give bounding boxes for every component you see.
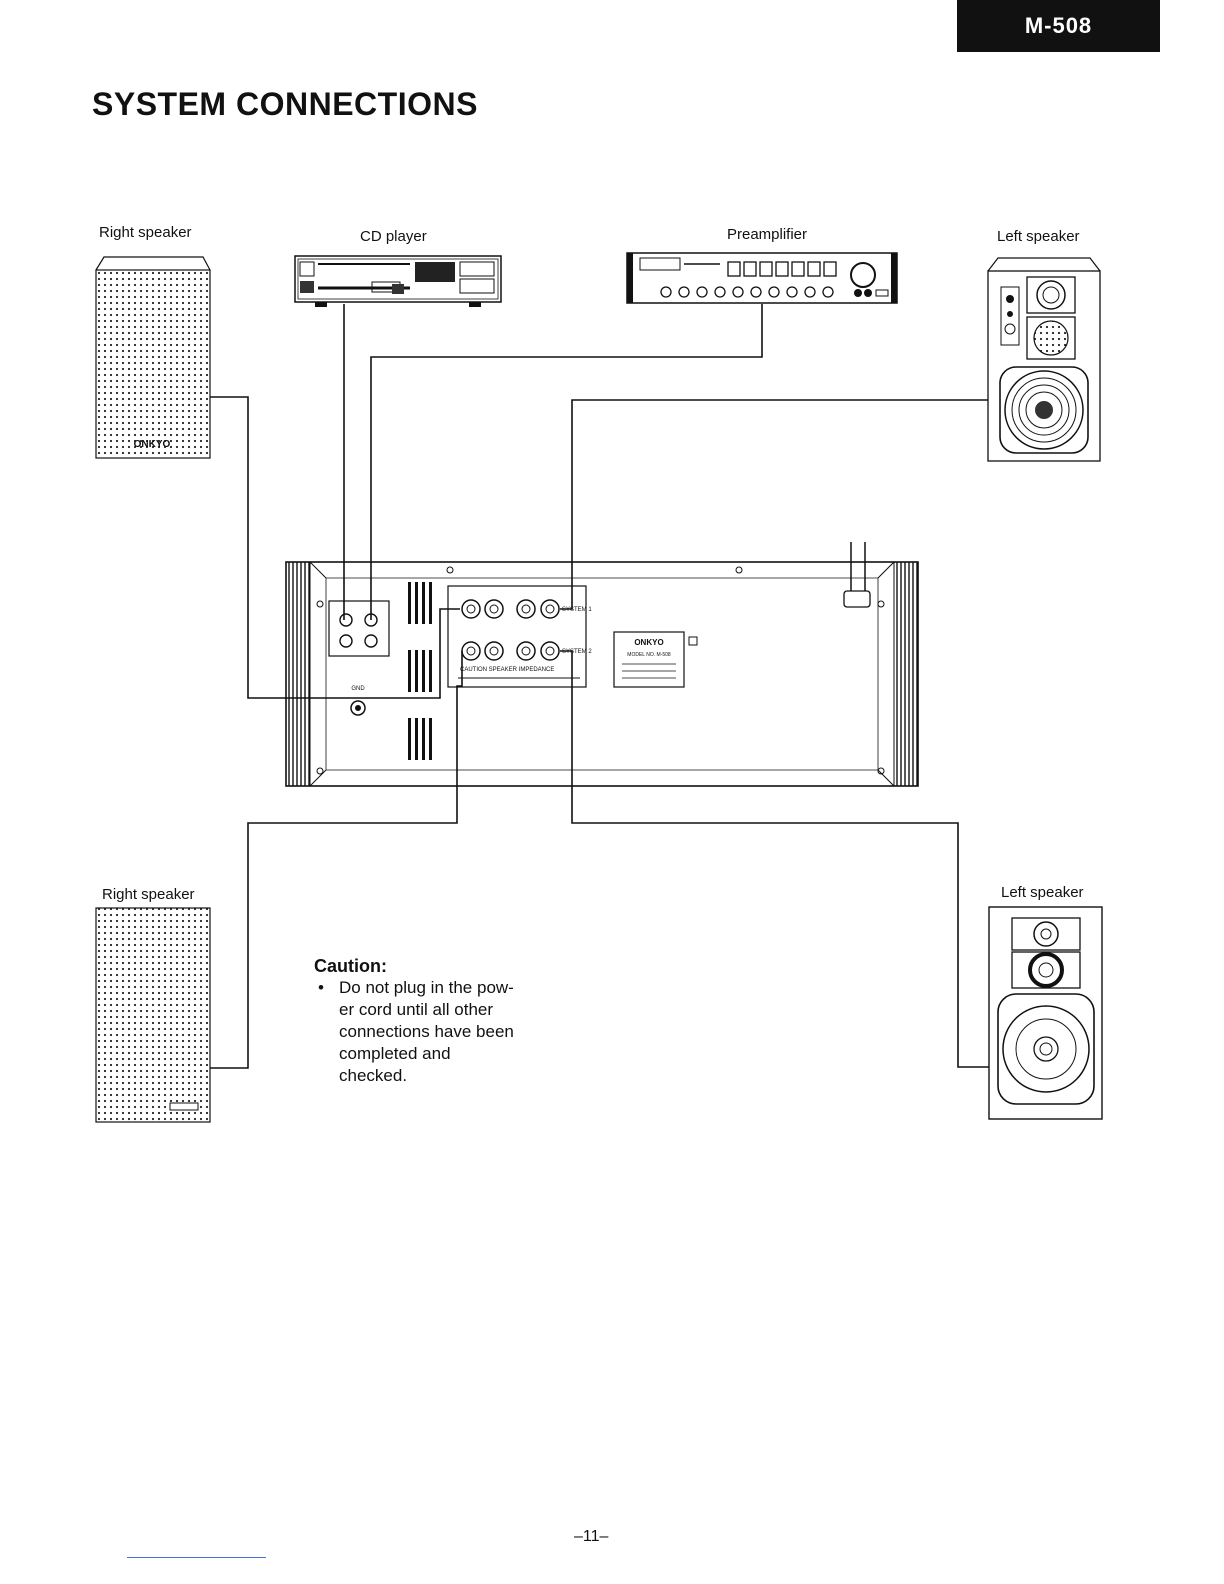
footer-rule	[127, 1557, 266, 1558]
amp-model-label: MODEL NO. M-508	[627, 652, 671, 658]
system-1-label: SYSTEM 1	[562, 607, 592, 613]
caution-note: Caution: • Do not plug in the pow- er co…	[314, 955, 584, 1087]
system-2-label: SYSTEM 2	[562, 649, 592, 655]
preamplifier-device	[627, 253, 897, 303]
amp-brand-label: ONKYO	[634, 638, 663, 647]
impedance-caution-label: CAUTION SPEAKER IMPEDANCE	[460, 667, 554, 673]
caution-bullet: •	[318, 977, 324, 999]
caution-line-4: completed and	[339, 1043, 584, 1065]
gnd-label: GND	[351, 686, 365, 692]
caution-line-1: Do not plug in the pow-	[339, 977, 584, 999]
caution-line-5: checked.	[339, 1065, 584, 1087]
caution-line-2: er cord until all other	[339, 999, 584, 1021]
cd-player-device	[295, 256, 501, 307]
left-speaker-bottom	[989, 907, 1102, 1119]
page-number: –11–	[574, 1528, 608, 1546]
amplifier-rear-panel: GND SYSTEM 1 SYSTEM 2 CAUTION S	[286, 542, 918, 786]
right-speaker-bottom	[96, 908, 210, 1122]
speaker-logo: ONKYO	[134, 439, 171, 450]
right-speaker-top: ONKYO	[96, 257, 210, 458]
caution-line-3: connections have been	[339, 1021, 584, 1043]
caution-title: Caution:	[314, 955, 584, 977]
caution-item: • Do not plug in the pow- er cord until …	[314, 977, 584, 1087]
left-speaker-top	[988, 258, 1100, 461]
